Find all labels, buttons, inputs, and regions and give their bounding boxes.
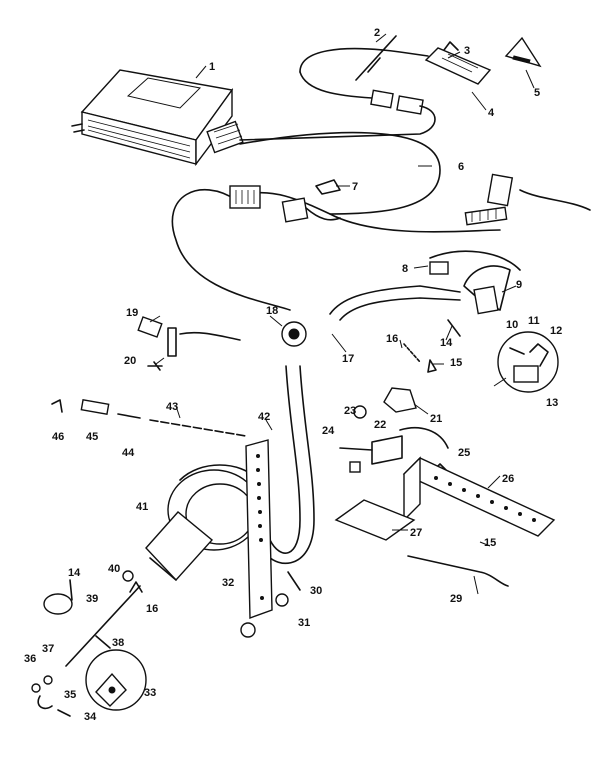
switch-assembly-part (339, 343, 449, 477)
callout-39: 39 (86, 593, 98, 605)
callout-5: 5 (534, 87, 540, 99)
wiring-harness-part (171, 131, 591, 311)
callout-31: 31 (298, 617, 310, 629)
callout-36: 36 (24, 653, 36, 665)
callout-1: 1 (209, 61, 215, 73)
callout-leaders (149, 33, 535, 595)
terminal-inset-part (497, 331, 559, 393)
callout-16a: 16 (386, 333, 398, 345)
callout-10: 10 (506, 319, 518, 331)
callout-7: 7 (352, 181, 358, 193)
callout-12: 12 (550, 325, 562, 337)
callout-25: 25 (458, 447, 470, 459)
callout-17: 17 (342, 353, 354, 365)
callout-37: 37 (42, 643, 54, 655)
rod-part (407, 555, 509, 587)
callout-20: 20 (124, 355, 136, 367)
callout-27: 27 (410, 527, 422, 539)
callout-18: 18 (266, 305, 278, 317)
right-bracket-part (429, 250, 521, 337)
callout-32: 32 (222, 577, 234, 589)
callout-34: 34 (84, 711, 97, 723)
hose-part (259, 285, 461, 565)
callout-46: 46 (52, 431, 64, 443)
linkage-part (51, 399, 247, 437)
callout-numbers: 1 2 3 4 5 6 7 8 9 10 11 12 13 14 14 15 1… (24, 27, 562, 723)
callout-44: 44 (122, 447, 135, 459)
callout-4: 4 (488, 107, 495, 119)
callout-24: 24 (322, 425, 335, 437)
callout-23: 23 (344, 405, 356, 417)
callout-6: 6 (458, 161, 464, 173)
upright-bracket-part (240, 439, 301, 638)
callout-35: 35 (64, 689, 76, 701)
callout-14a: 14 (440, 337, 453, 349)
clip-part (43, 579, 73, 615)
callout-3: 3 (464, 45, 470, 57)
motor-part (145, 464, 261, 582)
callout-22: 22 (374, 419, 386, 431)
callout-8: 8 (402, 263, 408, 275)
callout-26: 26 (502, 473, 514, 485)
callout-40: 40 (108, 563, 120, 575)
callout-38: 38 (112, 637, 124, 649)
bracket-inset-part (85, 649, 147, 711)
callout-19: 19 (126, 307, 138, 319)
callout-33: 33 (144, 687, 156, 699)
callout-21: 21 (430, 413, 442, 425)
perforated-bar-part (402, 456, 556, 537)
control-module-part (71, 69, 244, 167)
callout-11: 11 (528, 315, 540, 327)
callout-9: 9 (516, 279, 522, 291)
pad-part (334, 499, 416, 541)
callout-45: 45 (86, 431, 98, 443)
callout-43: 43 (166, 401, 178, 413)
callout-16b: 16 (146, 603, 158, 615)
callout-30: 30 (310, 585, 322, 597)
callout-13: 13 (546, 397, 558, 409)
callout-15b: 15 (484, 537, 496, 549)
hardware-part (31, 675, 71, 717)
callout-14b: 14 (68, 567, 81, 579)
callout-15a: 15 (450, 357, 462, 369)
lower-linkage-part (65, 570, 143, 667)
callout-41: 41 (136, 501, 148, 513)
callout-42: 42 (258, 411, 270, 423)
callout-29: 29 (450, 593, 462, 605)
callout-2: 2 (374, 27, 380, 39)
left-bracket-part (137, 316, 241, 371)
sensor-cable-part (239, 35, 542, 141)
